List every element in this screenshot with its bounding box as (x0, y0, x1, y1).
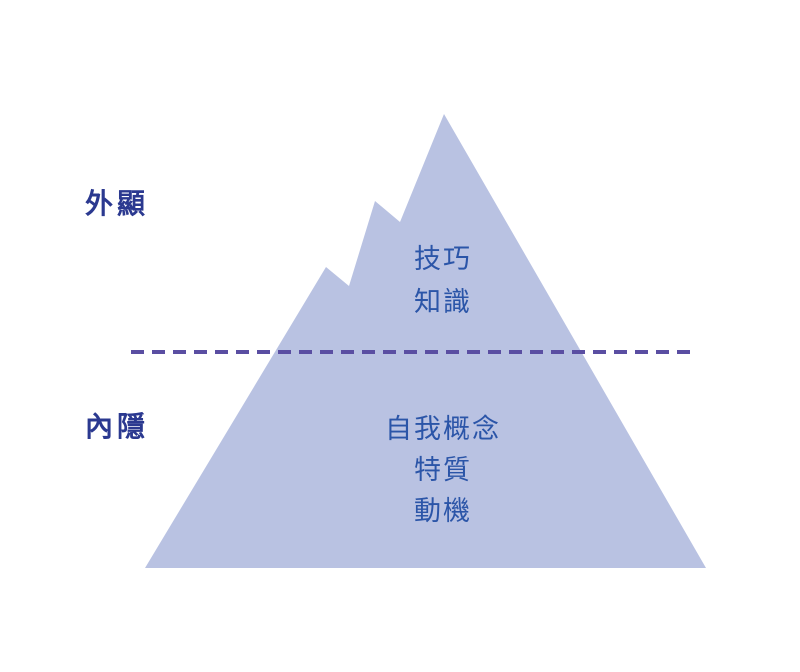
item-traits: 特質 (414, 455, 472, 485)
item-self-concept: 自我概念 (385, 414, 501, 444)
item-skills: 技巧 (414, 244, 472, 274)
above-line-items: 技巧 知識 (293, 238, 593, 324)
mountain-shape (145, 114, 706, 568)
item-knowledge: 知識 (414, 287, 472, 317)
below-line-items: 自我概念 特質 動機 (293, 409, 593, 532)
label-implicit: 內隱 (85, 411, 150, 442)
label-explicit: 外顯 (85, 188, 150, 219)
item-motives: 動機 (414, 496, 472, 526)
